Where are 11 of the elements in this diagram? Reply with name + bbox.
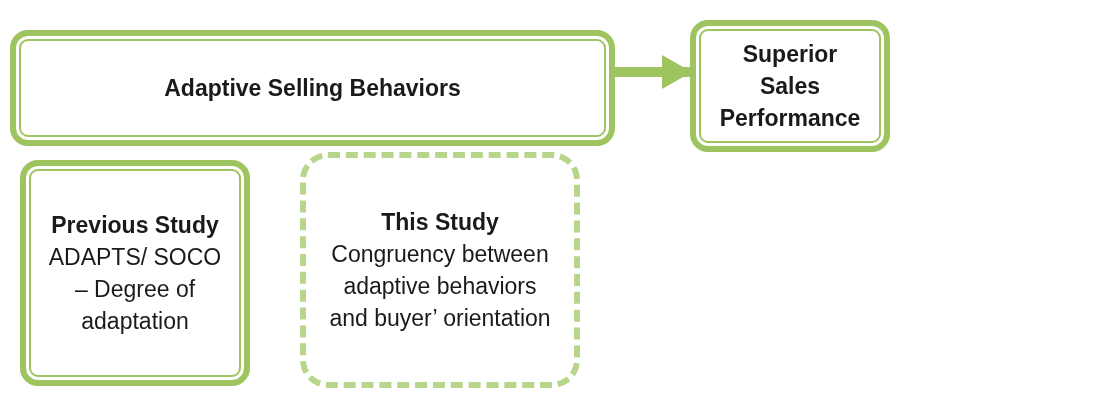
arrow xyxy=(615,55,692,89)
process-box xyxy=(10,30,615,146)
box-heading: Previous Study xyxy=(51,211,219,240)
process-box xyxy=(690,20,890,152)
box-text: Congruency between adaptive behaviors and buyer’ orientation xyxy=(328,240,552,333)
box-text: ADAPTS/ SOCO – Degree of adaptation xyxy=(47,243,223,336)
dashed-box xyxy=(300,152,580,388)
box-heading: This Study xyxy=(381,208,499,237)
box-text: Superior Sales Performance xyxy=(718,40,862,133)
process-box xyxy=(20,160,250,386)
box-text: Adaptive Selling Behaviors xyxy=(164,74,461,103)
